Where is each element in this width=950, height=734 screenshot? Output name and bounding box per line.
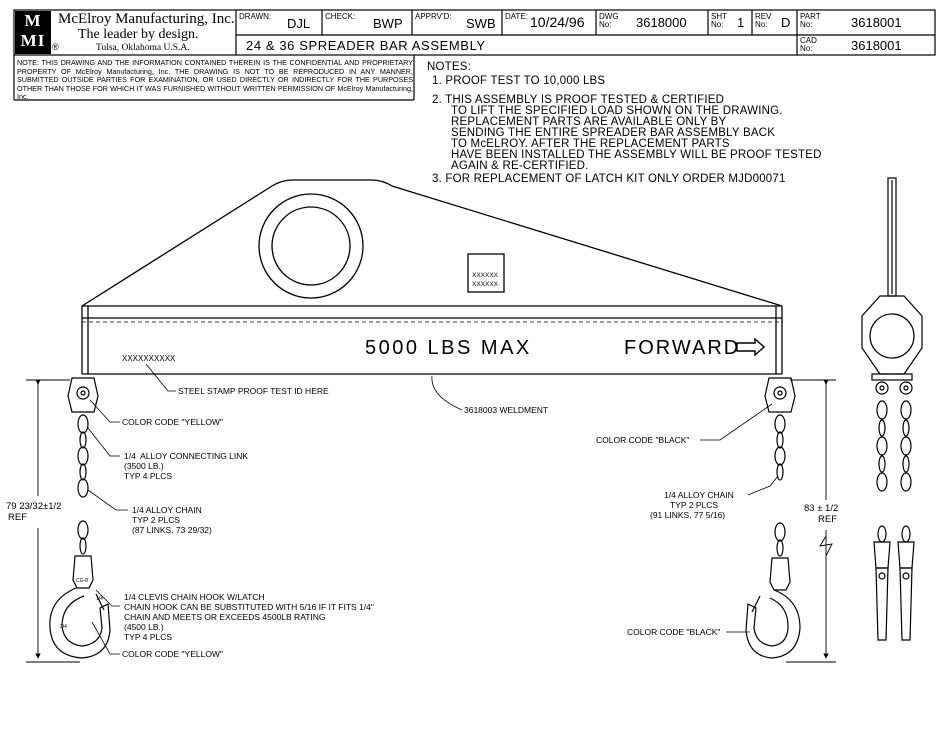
dimension-right-ref: REF	[818, 514, 837, 525]
callout-chain-left-1: 1/4 ALLOY CHAIN	[132, 505, 202, 515]
hook-marking-3: 3/4	[60, 624, 67, 630]
confidential-note: NOTE: THIS DRAWING AND THE INFORMATION C…	[17, 58, 413, 102]
drawn-label: DRAWN:	[239, 12, 272, 21]
dimension-left-ref: REF	[8, 512, 27, 523]
callout-chain-right-3: (91 LINKS, 77 5/16)	[650, 510, 726, 520]
cad-value: 3618001	[851, 38, 902, 53]
callout-hook-2: CHAIN HOOK CAN BE SUBSTITUTED WITH 5/16 …	[124, 602, 374, 612]
callout-weldment: 3618003 WELDMENT	[464, 405, 549, 415]
rev-value: D	[781, 15, 791, 30]
note-2-line-4: SENDING THE ENTIRE SPREADER BAR ASSEMBLY…	[451, 127, 776, 139]
callout-color-yellow-top: COLOR CODE "YELLOW"	[122, 417, 223, 427]
side-view-assembly	[861, 177, 923, 641]
note-2-line-2: TO LIFT THE SPECIFIED LOAD SHOWN ON THE …	[451, 105, 783, 117]
sht-value: 1	[737, 15, 745, 30]
callout-hook-5: TYP 4 PLCS	[124, 632, 173, 642]
note-3: 3. FOR REPLACEMENT OF LATCH KIT ONLY ORD…	[432, 173, 786, 185]
notes-heading: NOTES:	[427, 61, 472, 73]
note-2-line-6: HAVE BEEN INSTALLED THE ASSEMBLY WILL BE…	[451, 149, 822, 161]
id-plate-line-1: XXXXXX	[472, 272, 499, 279]
callout-hook-3: CHAIN AND MEETS OR EXCEEDS 4500LB RATING	[124, 612, 326, 622]
registered-mark: ®	[52, 42, 59, 52]
rev-label: REV No:	[755, 12, 772, 29]
callout-color-black-top: COLOR CODE "BLACK"	[596, 435, 690, 445]
callout-chain-left-2: TYP 2 PLCS	[132, 515, 181, 525]
apprvd-value: SWB	[466, 16, 496, 31]
note-2-line-5: TO McELROY. AFTER THE REPLACEMENT PARTS	[451, 138, 730, 150]
company-location: Tulsa, Oklahoma U.S.A.	[96, 43, 190, 53]
callout-link-1: 1/4 ALLOY CONNECTING LINK	[124, 451, 249, 461]
dimension-lines	[26, 379, 836, 663]
dwg-label: DWG No:	[599, 12, 619, 29]
note-2-line-1: 2. THIS ASSEMBLY IS PROOF TESTED & CERTI…	[432, 94, 725, 106]
check-label: CHECK:	[325, 12, 356, 21]
capacity-label: 5000 LBS MAX	[365, 337, 532, 359]
dimension-right: 83 ± 1/2	[804, 503, 839, 514]
company-slogan: The leader by design.	[78, 27, 199, 42]
dwg-value: 3618000	[636, 15, 687, 30]
callout-hook-1: 1/4 CLEVIS CHAIN HOOK W/LATCH	[124, 592, 265, 602]
date-label: DATE:	[505, 12, 528, 21]
title-block-lines	[13, 9, 936, 101]
callout-chain-right-1: 1/4 ALLOY CHAIN	[664, 490, 734, 500]
callout-color-yellow-bottom: COLOR CODE "YELLOW"	[122, 649, 223, 659]
check-value: BWP	[373, 16, 403, 31]
part-label: PART No:	[800, 12, 821, 29]
leader-lines	[87, 363, 779, 655]
callout-chain-left-3: (87 LINKS, 73 29/32)	[132, 525, 212, 535]
dimension-left: 79 23/32±1/2	[6, 501, 62, 512]
forward-label: FORWARD	[624, 337, 741, 359]
serial-stamp: XXXXXXXXXX	[122, 354, 176, 363]
left-chain-assembly	[49, 377, 111, 659]
spreader-bar-body	[81, 179, 783, 375]
note-1: 1. PROOF TEST TO 10,000 LBS	[432, 75, 606, 87]
company-name: McElroy Manufacturing, Inc.	[58, 11, 235, 27]
callout-steel-stamp: STEEL STAMP PROOF TEST ID HERE	[178, 386, 329, 396]
hook-marking-2: 1/4	[96, 596, 103, 602]
sht-label: SHT No:	[711, 12, 727, 29]
part-value: 3618001	[851, 15, 902, 30]
date-value: 10/24/96	[530, 14, 585, 30]
callout-link-2: (3500 LB.)	[124, 461, 164, 471]
id-plate-line-2: XXXXXX	[472, 281, 499, 288]
note-2-line-3: REPLACEMENT PARTS ARE AVAILABLE ONLY BY	[451, 116, 727, 128]
drawn-value: DJL	[287, 16, 311, 31]
callout-link-3: TYP 4 PLCS	[124, 471, 173, 481]
drawing-title: 24 & 36 SPREADER BAR ASSEMBLY	[246, 38, 486, 53]
callout-chain-right-2: TYP 2 PLCS	[670, 500, 719, 510]
note-2-line-7: AGAIN & RE-CERTIFIED.	[451, 160, 589, 172]
hook-marking-1: CG-8	[76, 578, 88, 584]
forward-arrow-icon	[736, 337, 766, 357]
right-chain-assembly	[745, 377, 801, 659]
callout-hook-4: (4500 LB.)	[124, 622, 164, 632]
apprvd-label: APPRV'D:	[415, 12, 452, 21]
callout-color-black-bottom: COLOR CODE "BLACK"	[627, 627, 721, 637]
cad-label: CAD No:	[800, 36, 817, 53]
